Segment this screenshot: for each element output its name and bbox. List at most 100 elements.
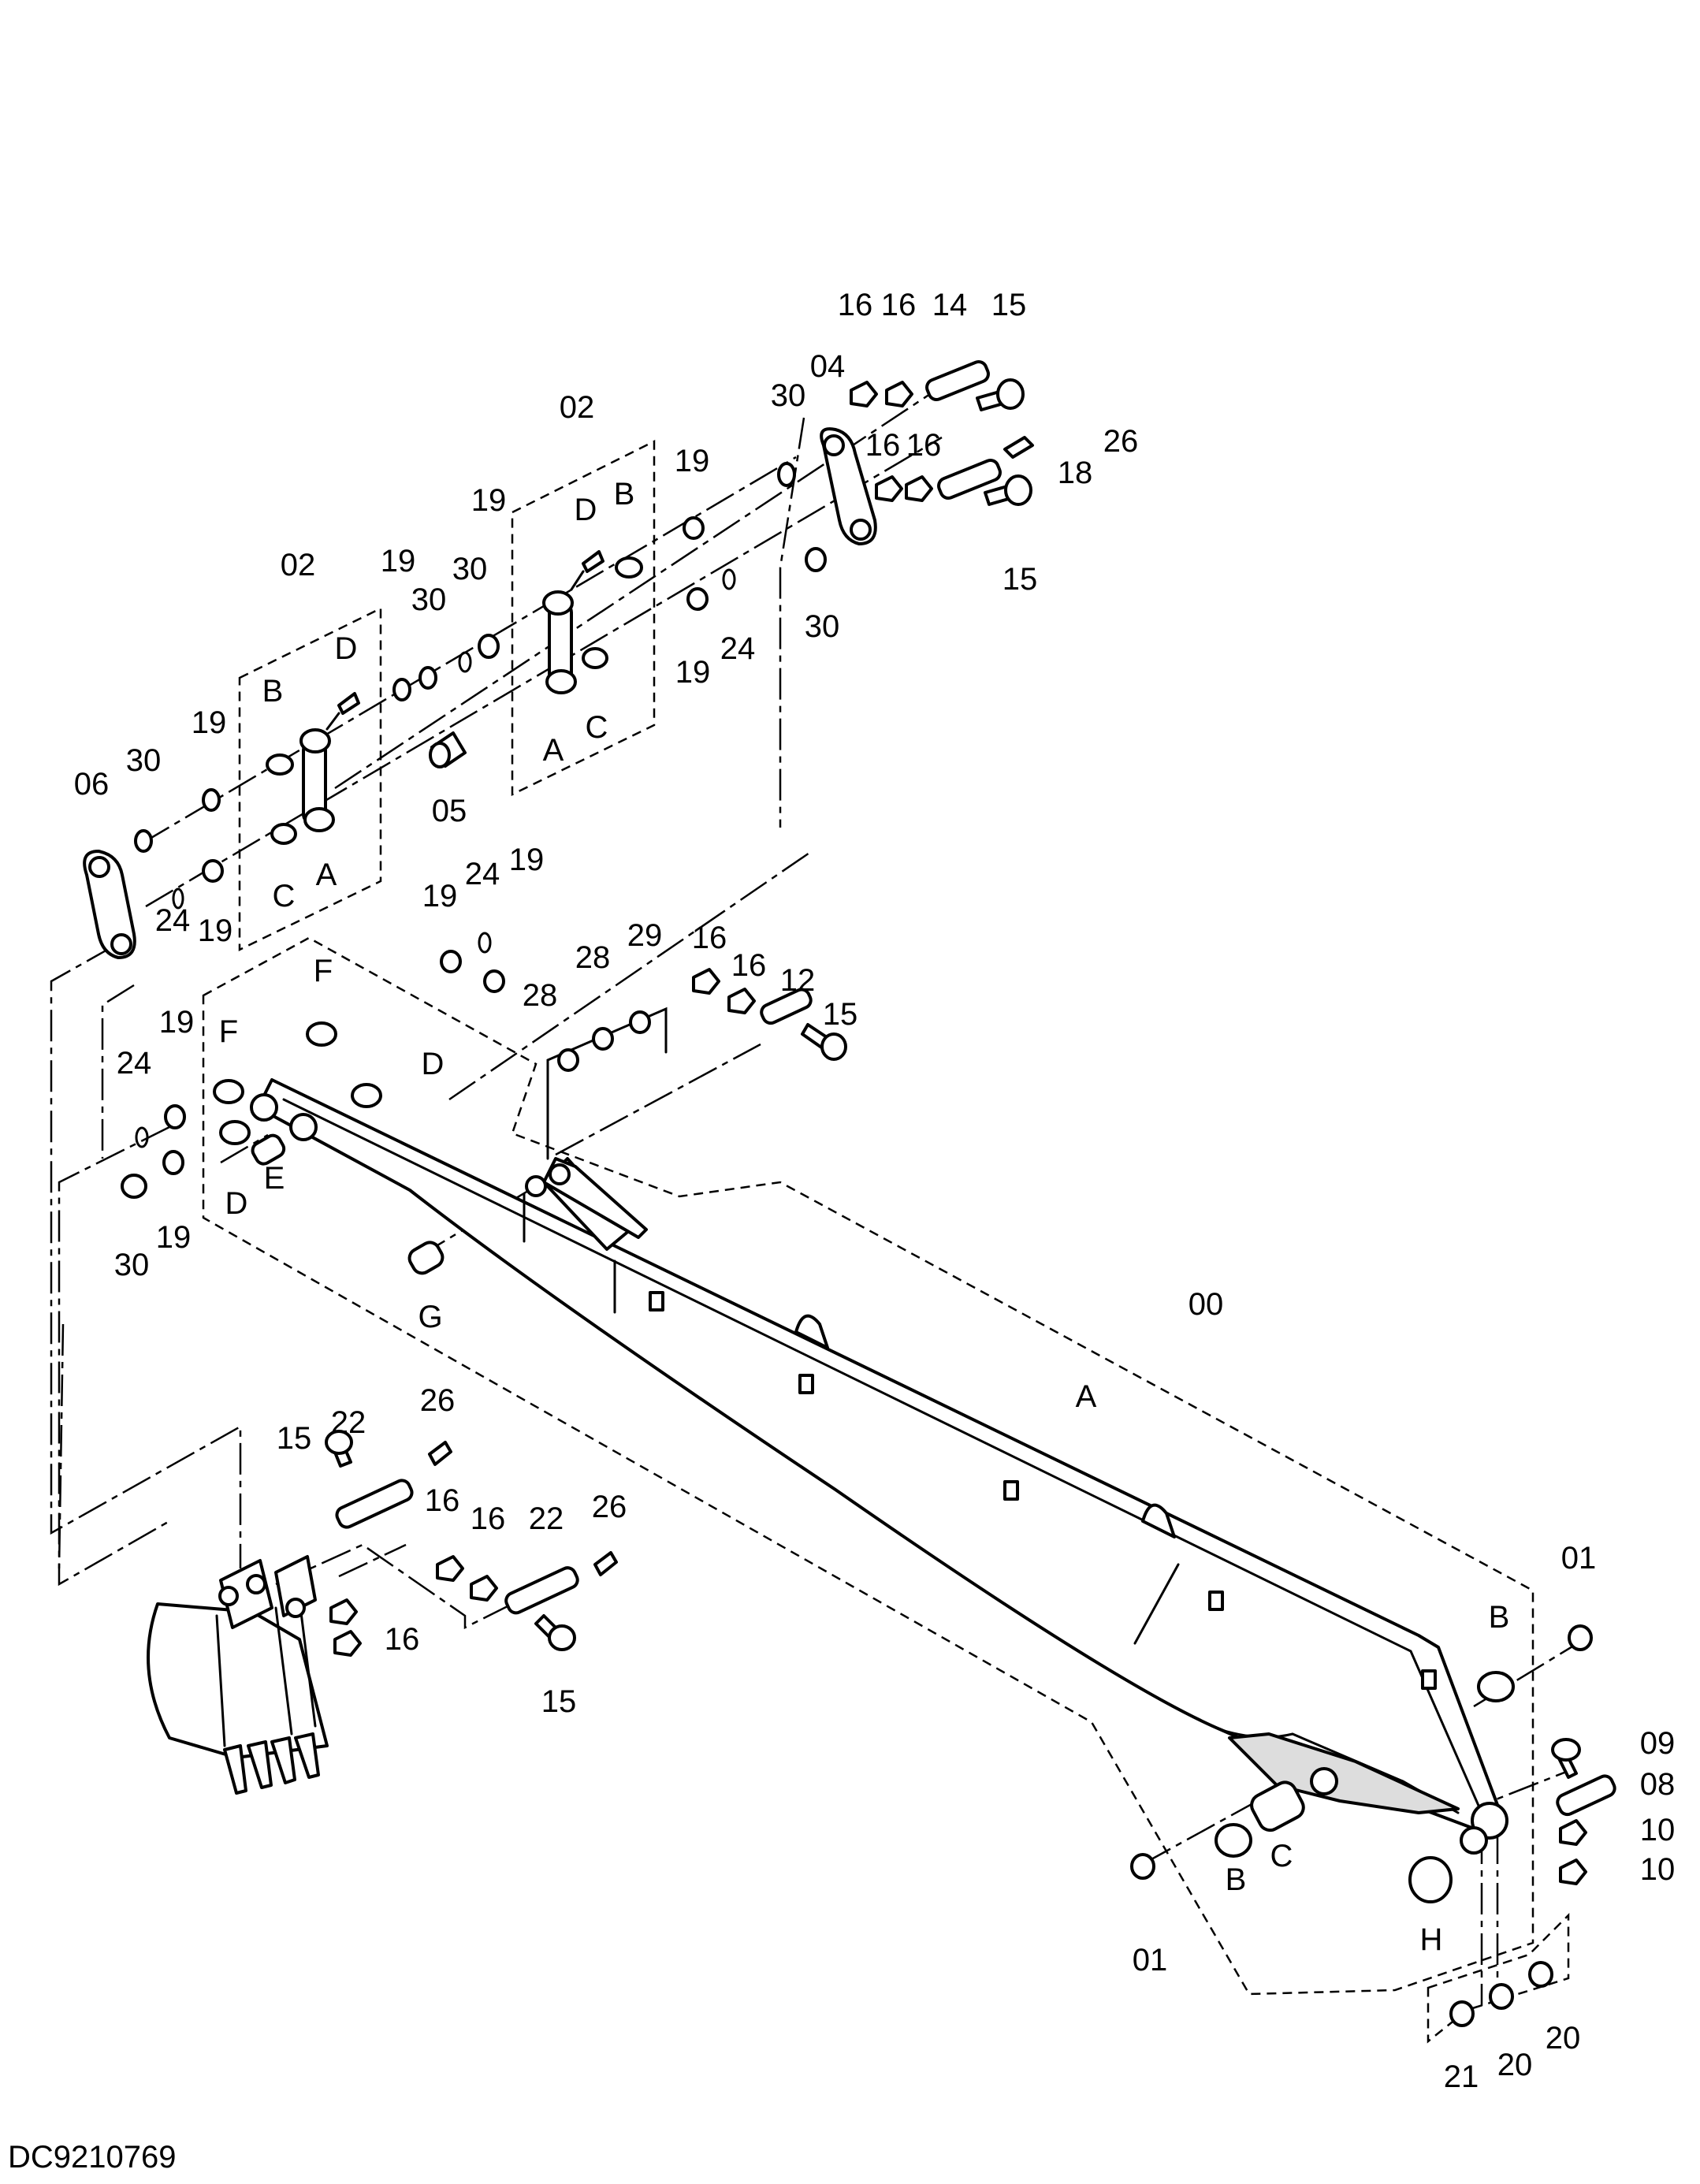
- callout-label: 01: [1133, 1943, 1168, 1978]
- bushing-b-left: [266, 753, 294, 776]
- link-04: [820, 427, 877, 545]
- nut-10-a: [1559, 1819, 1587, 1846]
- leader-washer-30: [779, 417, 805, 828]
- callout-label: 19: [159, 1005, 195, 1040]
- bushing-e: [251, 1133, 286, 1166]
- seal-19-e: [683, 516, 705, 540]
- callout-label: 16: [471, 1501, 506, 1536]
- callout-label: 00: [1189, 1287, 1224, 1322]
- washer-30-c: [458, 651, 472, 673]
- callout-label: 16: [425, 1483, 460, 1518]
- callout-label: 10: [1640, 1852, 1676, 1887]
- bolt-15-d-head: [325, 1430, 353, 1455]
- callout-label: 19: [675, 444, 710, 478]
- arm-tab-3: [1003, 1480, 1019, 1501]
- callout-label: 16: [692, 921, 727, 955]
- bucket-side-edge: [215, 1614, 226, 1747]
- callout-label: 19: [156, 1220, 192, 1255]
- pin-05-end: [429, 742, 451, 768]
- link-04-body: [820, 427, 877, 545]
- callout-label: 15: [991, 288, 1027, 322]
- washer-30-b: [418, 666, 437, 690]
- callout-label: A: [316, 858, 337, 892]
- nut-10-b: [1559, 1858, 1587, 1885]
- seal-19-a: [202, 788, 221, 812]
- seal-19-d: [478, 634, 500, 659]
- bucket: [147, 1555, 329, 1795]
- link-06-bottom-eye: [110, 933, 132, 955]
- ring-24-c: [478, 932, 492, 954]
- shim-29: [629, 1010, 651, 1034]
- callout-label: 30: [452, 552, 488, 586]
- callout-label: 16: [731, 948, 767, 983]
- link-group-02-right-outline: [511, 439, 656, 797]
- callout-label: 15: [541, 1684, 577, 1719]
- pin-22-b: [504, 1566, 579, 1615]
- leader-left-lower: [58, 1125, 170, 1587]
- washer-group-20-outline: [1427, 1912, 1570, 2044]
- link-04-bottom-eye: [850, 519, 872, 541]
- bolt-15-e-head: [548, 1624, 576, 1651]
- nut-16-b: [885, 381, 913, 407]
- callout-label: 20: [1497, 2048, 1533, 2082]
- leader-left-inner: [101, 984, 135, 1159]
- nut-16-g: [436, 1555, 464, 1582]
- callout-label: H: [1420, 1922, 1443, 1957]
- callout-label: 28: [523, 978, 558, 1013]
- arm-seam-3: [1133, 1563, 1180, 1645]
- washers: [121, 462, 1593, 2027]
- callout-label: 24: [720, 631, 756, 666]
- callout-label: 08: [1640, 1767, 1676, 1802]
- shim-28-b: [592, 1027, 614, 1051]
- centerline-mid-pin: [555, 1043, 761, 1156]
- callout-label: 15: [823, 997, 858, 1032]
- bucket-rib-2: [298, 1598, 317, 1728]
- callout-label: 19: [192, 705, 227, 740]
- arm-head-boss-1: [250, 1093, 278, 1122]
- callout-label: 26: [1103, 424, 1139, 459]
- callout-label: 18: [1058, 456, 1093, 490]
- link-06-body: [83, 850, 136, 959]
- callout-label: 19: [471, 483, 507, 518]
- callout-label: 16: [881, 288, 917, 322]
- nut-16-j: [333, 1630, 362, 1657]
- washer-30-e: [805, 547, 827, 572]
- callout-label: C: [1270, 1839, 1293, 1873]
- plug-01-a: [1568, 1624, 1593, 1651]
- callout-label: 12: [780, 963, 816, 998]
- seal-19-b: [202, 859, 224, 883]
- callout-label: 19: [198, 913, 233, 948]
- ring-24-a: [172, 887, 184, 910]
- washer-30-d: [777, 462, 796, 487]
- bucket-tooth-1: [223, 1744, 247, 1795]
- bushing-d-top: [351, 1083, 382, 1108]
- nut-16-d: [905, 475, 933, 502]
- callout-label: 04: [810, 349, 846, 384]
- ring-24-d: [135, 1126, 149, 1148]
- arm-tab-1: [649, 1291, 664, 1312]
- grease-line-left: [325, 712, 340, 731]
- arm-top-bracket: [525, 1157, 648, 1239]
- bucket-pin-hole-2: [246, 1574, 266, 1594]
- bushing-c-left: [270, 823, 297, 845]
- callout-label: 20: [1546, 2021, 1581, 2056]
- callout-label: 16: [838, 288, 873, 322]
- bolt-09-head: [1551, 1738, 1581, 1762]
- seal-19-g: [440, 950, 462, 973]
- bucket-pin-hole-3: [285, 1598, 306, 1618]
- pin-18: [937, 458, 1002, 500]
- callout-label: 15: [1003, 562, 1038, 597]
- callout-label: C: [586, 710, 608, 745]
- hardware: [325, 359, 1616, 1885]
- seal-19-f: [686, 587, 709, 611]
- callout-label: 30: [114, 1248, 150, 1282]
- shim-28-a: [557, 1048, 579, 1072]
- bolt-15-c-head: [820, 1032, 847, 1061]
- callout-label: D: [422, 1047, 445, 1081]
- link-group-02-left-outline: [238, 606, 382, 951]
- callout-label: 19: [422, 879, 458, 913]
- arm-lower-boss: [1310, 1767, 1338, 1795]
- callout-label: B: [614, 477, 635, 512]
- callout-label: 24: [465, 857, 500, 891]
- callout-label: F: [314, 954, 333, 988]
